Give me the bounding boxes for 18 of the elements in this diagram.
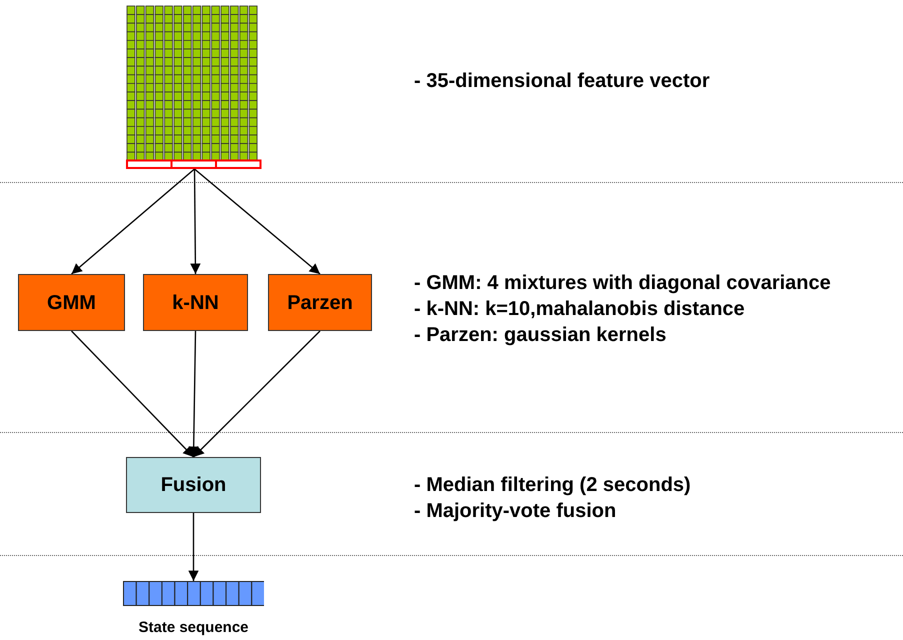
arrow [194, 168, 320, 274]
arrow [193, 330, 320, 458]
note-text: - Majority-vote fusion [414, 499, 616, 524]
note-text: - k-NN: k=10,mahalanobis distance [414, 297, 745, 322]
caption-text: State sequence [138, 618, 249, 638]
classifier-box: Parzen [268, 274, 372, 331]
arrow [190, 169, 201, 274]
note-text: - GMM: 4 mixtures with diagonal covariance [414, 271, 831, 296]
arrow [188, 330, 199, 458]
fusion-box: Fusion [126, 457, 261, 513]
arrow [188, 513, 199, 581]
note-text: - Median filtering (2 seconds) [414, 473, 691, 498]
classifier-box: GMM [18, 274, 125, 331]
arrow [71, 168, 195, 274]
arrow [71, 330, 194, 458]
classifier-box: k-NN [143, 274, 248, 331]
note-text: - 35-dimensional feature vector [414, 69, 710, 94]
note-text: - Parzen: gaussian kernels [414, 323, 666, 348]
